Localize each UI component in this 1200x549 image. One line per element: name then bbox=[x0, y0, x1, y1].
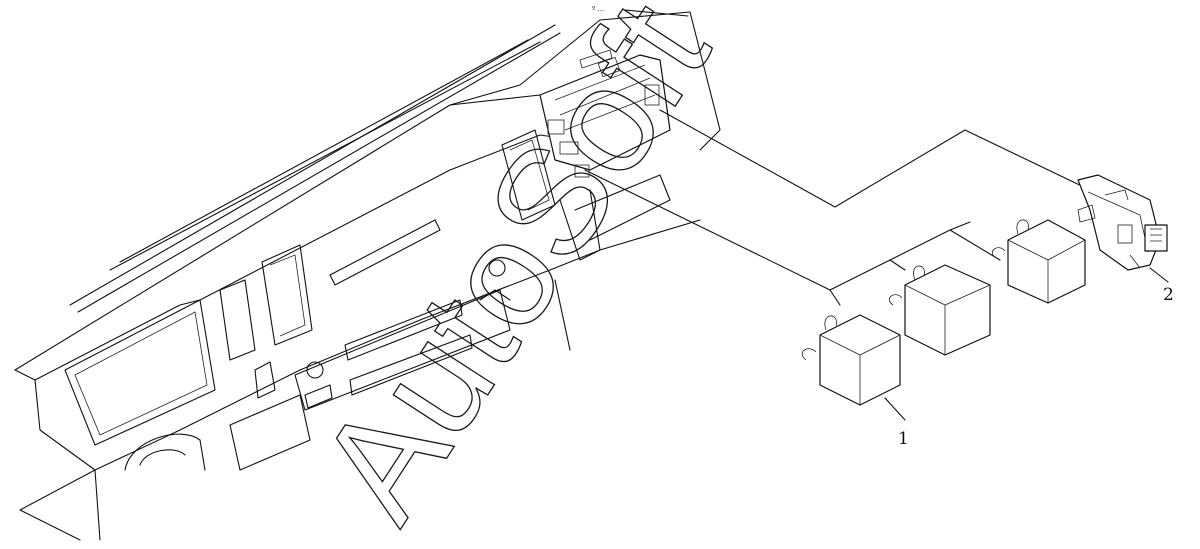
autosoft-watermark: AutoSoft bbox=[286, 0, 740, 547]
relay-rear bbox=[991, 219, 1086, 304]
callout-relay-label: 1 bbox=[898, 429, 909, 449]
relay-front bbox=[801, 314, 901, 406]
wiring-harness bbox=[584, 109, 1091, 306]
relay-box bbox=[1077, 174, 1168, 271]
top-marker-text: º ... bbox=[592, 5, 604, 13]
relay-middle bbox=[888, 264, 991, 356]
callout-relay-box-label: 2 bbox=[1163, 285, 1174, 305]
control-unit bbox=[539, 49, 671, 178]
